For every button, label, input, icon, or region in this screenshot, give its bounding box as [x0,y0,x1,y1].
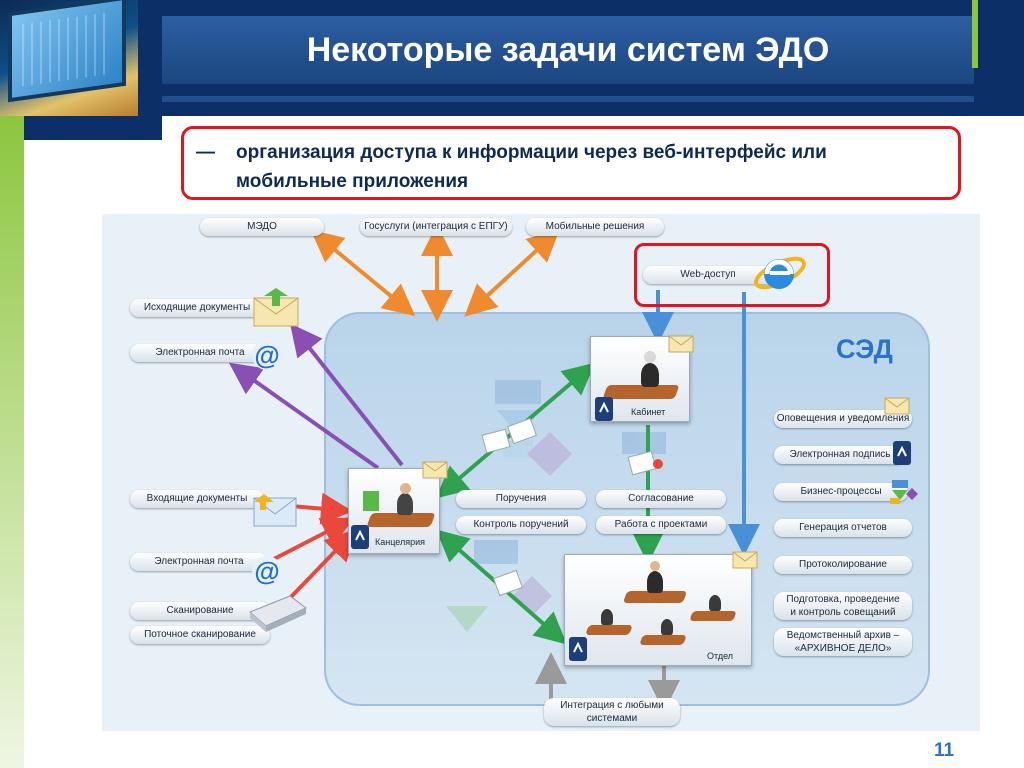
node-email-incoming: Электронная почта [130,553,268,571]
web-access-highlight [634,243,830,307]
office-caption: Канцелярия [375,537,426,547]
callout-frame [181,126,961,200]
node-medo: МЭДО [200,218,324,236]
meetings-line-2: и контроль совещаний [790,607,896,618]
cabinet-caption: Кабинет [631,407,666,417]
node-email-outgoing: Электронная почта [130,344,270,362]
documents-icon [481,417,537,454]
node-scanning: Сканирование [130,602,270,620]
process-shapes-icon [890,480,918,504]
header-strip [162,96,974,102]
green-accent-bar [972,0,978,68]
left-rail-top [0,116,162,140]
node-archive: Ведомственный архив – «АРХИВНОЕ ДЕЛО» [774,628,912,656]
incoming-envelope-icon [253,494,297,527]
scanner-icon [249,595,307,632]
node-notifications: Оповещения и уведомления [774,410,912,428]
node-protocol: Протоколирование [774,556,912,574]
integration-line-1: Интеграция с любыми [560,700,664,711]
node-integration: Интеграция с любыми системами [544,698,680,726]
node-outgoing-documents: Исходящие документы [130,299,264,317]
callout-dash: — [196,142,215,163]
svg-text:@: @ [254,340,279,370]
node-web-access: Web-доступ [643,266,773,284]
node-gosuslugi: Госуслуги (интеграция с ЕПГУ) [360,218,512,236]
node-approval: Согласование [596,490,726,508]
mail-icon [732,551,758,569]
mail-icon [422,461,448,479]
mobile-device-icon [595,397,613,421]
page-title: Некоторые задачи систем ЭДО [306,31,830,69]
documents-icon [627,450,663,476]
node-department: Отдел [564,554,752,666]
node-orders: Поручения [456,490,586,508]
internet-explorer-icon [754,256,806,290]
node-mobile-solutions: Мобильные решения [526,218,664,236]
mail-icon [668,335,694,353]
envelope-icon [253,288,299,327]
svg-text:@: @ [254,556,279,586]
mobile-device-icon [351,525,369,549]
node-reports: Генерация отчетов [774,519,912,537]
archive-line-1: Ведомственный архив – [786,630,900,641]
department-caption: Отдел [707,651,734,661]
mobile-device-icon [893,441,911,465]
node-meetings: Подготовка, проведение и контроль совеща… [774,592,912,620]
page-number: 11 [934,740,955,761]
mail-icon [884,397,910,415]
node-incoming-documents: Входящие документы [130,490,264,508]
archive-line-2: «АРХИВНОЕ ДЕЛО» [794,643,892,654]
computer-monitor-photo [0,0,138,116]
node-stream-scanning: Поточное сканирование [130,626,270,644]
title-bar [162,16,974,84]
node-projects: Работа с проектами [596,516,726,534]
sed-label: СЭД [836,334,893,364]
left-green-rail [0,116,24,768]
documents-icon [493,569,523,597]
node-orders-control: Контроль поручений [456,516,586,534]
integration-line-2: системами [586,713,638,724]
meetings-line-1: Подготовка, проведение [786,594,900,605]
node-e-signature: Электронная подпись [774,446,906,464]
callout-text: организация доступа к информации через в… [236,142,827,192]
node-business-processes: Бизнес-процессы [774,483,908,501]
at-sign-icon: @ [252,340,282,370]
at-sign-icon: @ [252,556,282,586]
mobile-device-icon [569,637,587,661]
